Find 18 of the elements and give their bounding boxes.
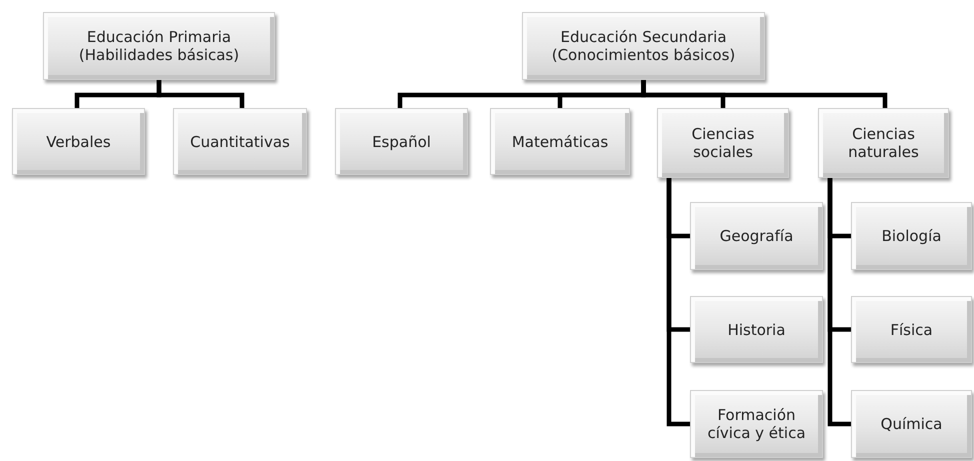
- category-box: Geografía: [690, 202, 823, 270]
- category-box: Educación Primaria (Habilidades básicas): [43, 12, 275, 80]
- category-box: Química: [851, 390, 972, 458]
- category-box: Educación Secundaria (Conocimientos básicos): [522, 12, 765, 80]
- category-box: Biología: [851, 202, 972, 270]
- category-box: Ciencias naturales: [818, 108, 949, 178]
- category-box: Verbales: [12, 108, 145, 175]
- connector-line: [156, 80, 244, 108]
- category-box: Español: [335, 108, 468, 175]
- connector-line: [666, 178, 690, 426]
- category-box: Historia: [690, 296, 823, 363]
- connector-line: [641, 80, 888, 108]
- connector-line: [828, 178, 851, 426]
- category-box: Cuantitativas: [173, 108, 307, 175]
- category-box: Física: [851, 296, 972, 363]
- category-box: Matemáticas: [490, 108, 630, 175]
- category-box: Formación cívica y ética: [690, 390, 823, 458]
- category-box: Ciencias sociales: [657, 108, 789, 178]
